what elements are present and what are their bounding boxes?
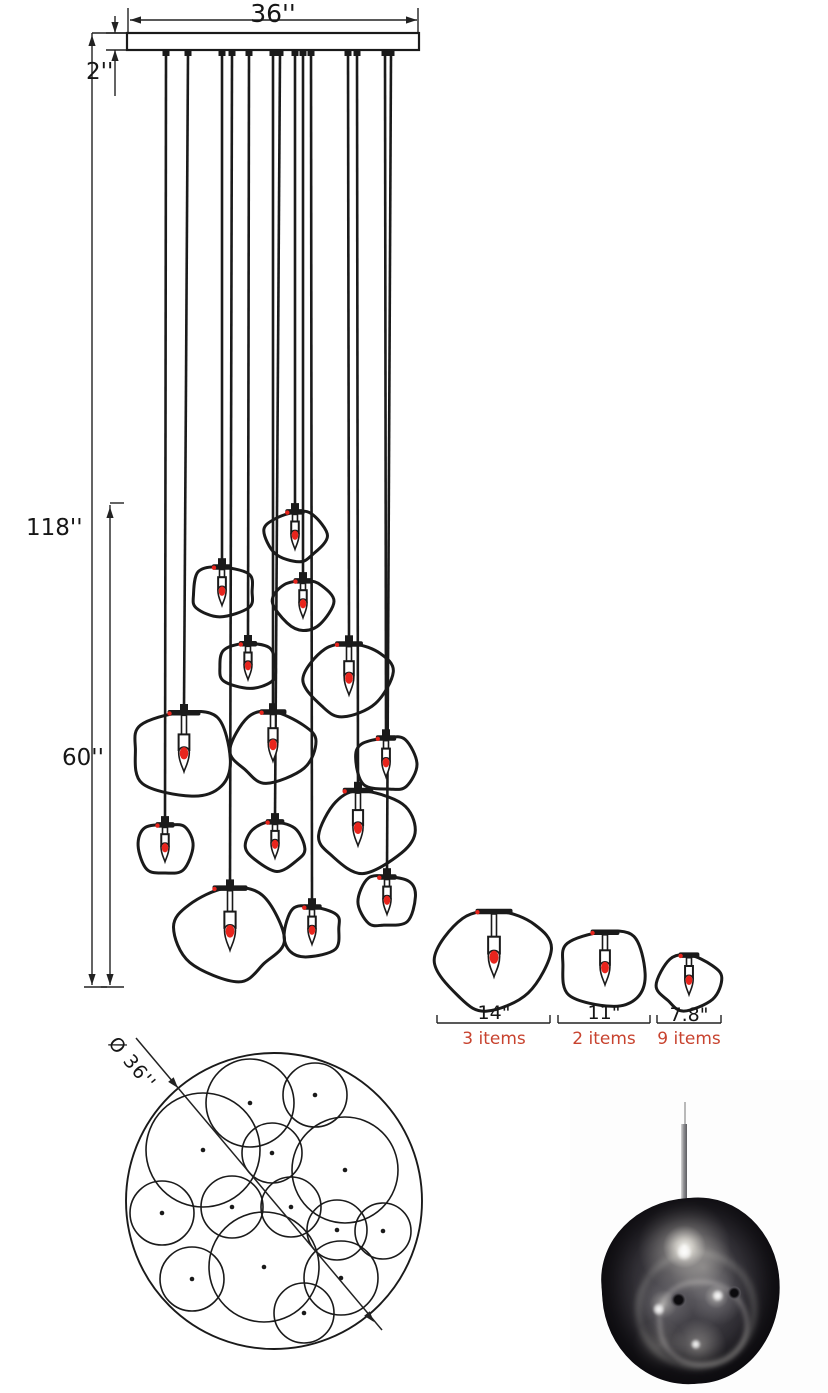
item-count-7-8in: 9 items	[657, 1029, 721, 1049]
pendant-zone-dimension: 60''	[62, 745, 104, 771]
pendant-rod	[681, 1124, 687, 1206]
pendant-wire	[684, 1102, 686, 1126]
item-count-14in: 3 items	[462, 1029, 526, 1049]
melt-glass-shade	[595, 1192, 787, 1390]
size-label-11in: 11"	[587, 1002, 621, 1024]
size-label-7-8in: 7.8"	[669, 1004, 709, 1026]
item-count-11in: 2 items	[572, 1029, 636, 1049]
total-height-dimension: 118''	[26, 515, 83, 541]
canopy-width-dimension: 36''	[250, 0, 296, 28]
size-label-14in: 14"	[477, 1002, 511, 1024]
canopy-height-dimension: 2''	[86, 59, 114, 85]
product-photo	[570, 1080, 828, 1393]
